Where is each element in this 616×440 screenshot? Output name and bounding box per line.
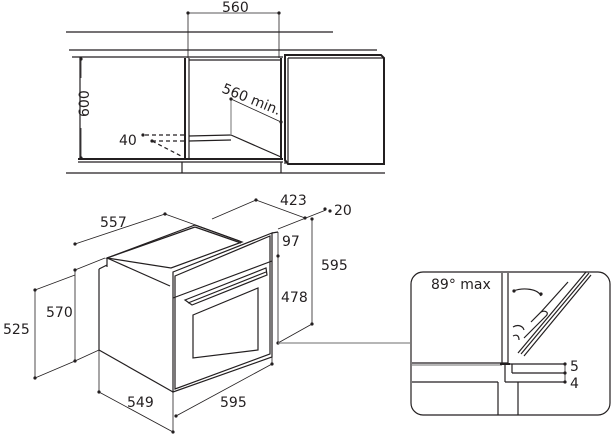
body-height-label: 525 [3, 322, 30, 338]
detail-view: 5 4 89° max [410, 271, 611, 416]
niche-depth-label: 560 min. [220, 81, 284, 119]
gap-top-label: 5 [570, 359, 579, 375]
top-depth-label: 557 [100, 215, 127, 231]
oven-view: 557 423 20 97 478 595 570 [3, 193, 410, 434]
overall-height-label: 595 [321, 258, 348, 274]
vent-gap-label: 40 [119, 133, 137, 149]
body-depth-label: 549 [127, 395, 154, 411]
control-panel-height-label: 97 [282, 234, 300, 250]
door-angle-label: 89° max [431, 277, 491, 293]
door-thickness-label: 20 [334, 203, 352, 219]
niche-width-label: 560 [222, 0, 249, 16]
niche-height-label: 600 [77, 90, 93, 117]
gap-bottom-label: 4 [570, 376, 579, 392]
overall-width-label: 595 [220, 395, 247, 411]
door-height-label: 478 [281, 290, 308, 306]
side-height-label: 570 [46, 305, 73, 321]
cabinet-view: 560 600 560 min. 40 [66, 0, 385, 174]
front-panel-depth-label: 423 [280, 193, 307, 209]
